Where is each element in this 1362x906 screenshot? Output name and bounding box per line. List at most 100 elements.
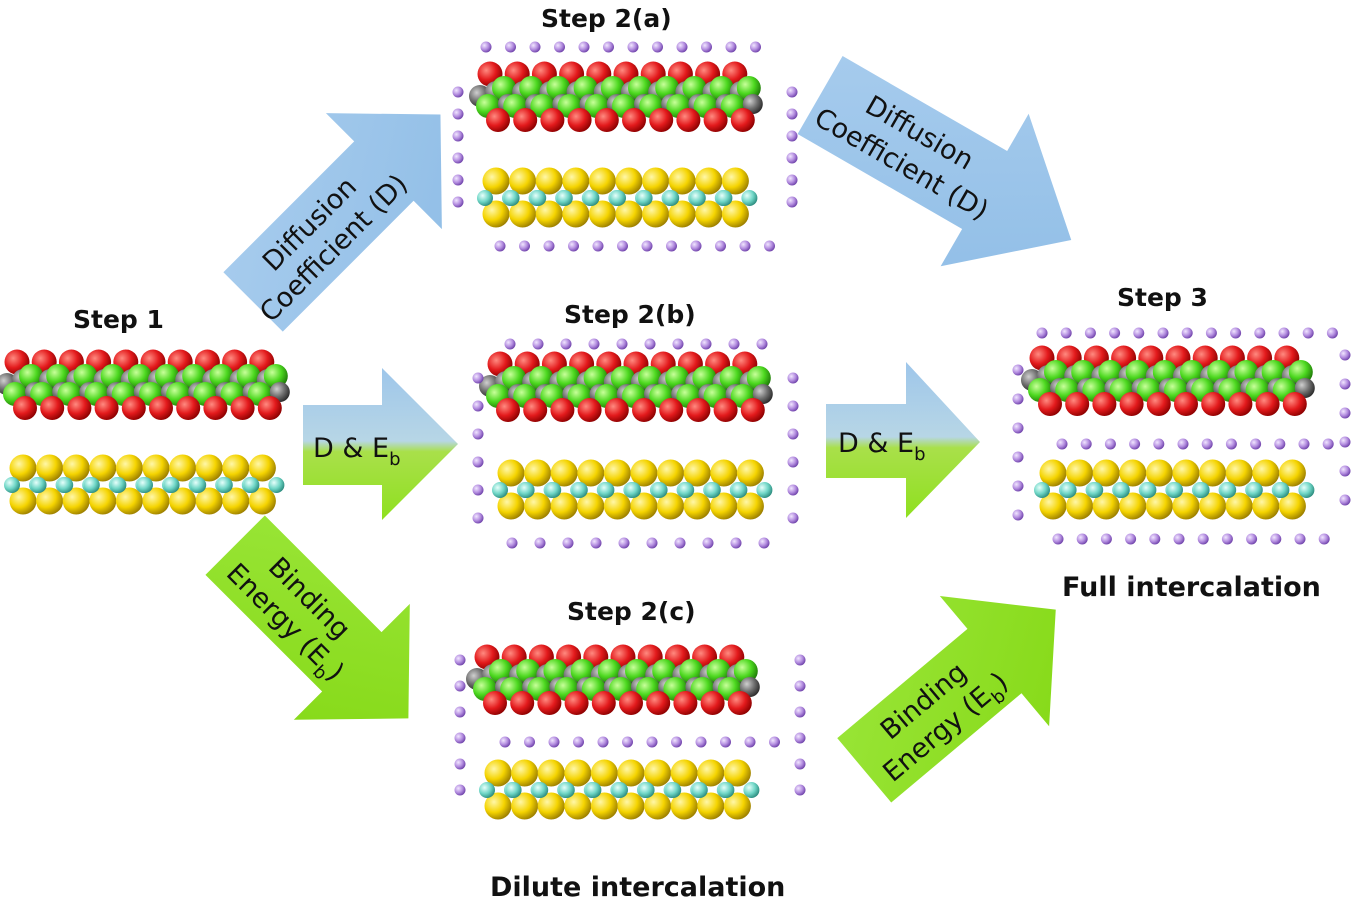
ion-atom	[452, 130, 464, 142]
step2a-ions-left	[452, 86, 464, 208]
ion-atom	[1205, 327, 1217, 339]
halogen-atom	[692, 366, 717, 390]
sulfur-atom	[1252, 492, 1280, 520]
ion-atom	[786, 108, 798, 120]
halogen-atom	[583, 366, 608, 390]
oxygen-atom	[577, 398, 602, 422]
ion-atom	[1181, 327, 1193, 339]
step2b-mxene-layer	[479, 351, 773, 422]
ion-atom	[758, 537, 770, 549]
halogen-atom	[529, 366, 554, 390]
sulfur-atom	[577, 459, 605, 487]
ion-atom	[1125, 533, 1137, 545]
sulfur-atom	[248, 454, 276, 482]
sulfur-atom	[657, 459, 685, 487]
step2b-ions-bottom	[506, 537, 770, 549]
metal-atom	[558, 782, 575, 798]
sulfur-atom	[590, 792, 618, 820]
oxygen-atom	[604, 398, 629, 422]
sulfur-atom	[670, 792, 698, 820]
sulfur-atom	[670, 759, 698, 787]
metal-atom	[4, 477, 20, 493]
halogen-atom	[682, 76, 707, 100]
arrow-binding-to-2c: Binding Energy (Eb)	[205, 515, 410, 720]
ion-atom	[597, 736, 609, 748]
ion-atom	[622, 736, 633, 748]
ion-atom	[543, 240, 555, 252]
halogen-atom	[1261, 360, 1286, 384]
metal-atom	[1167, 482, 1183, 498]
ion-atom	[1221, 533, 1233, 545]
sulfur-atom	[550, 459, 578, 487]
ion-atom	[794, 758, 806, 770]
ion-atom	[1246, 533, 1258, 545]
sulfur-atom	[695, 200, 723, 228]
sulfur-atom	[484, 759, 512, 787]
sulfur-atom	[721, 200, 749, 228]
ion-atom	[1012, 480, 1024, 492]
ion-atom	[1012, 393, 1024, 405]
sulfur-atom	[511, 759, 539, 787]
sulfur-atom	[36, 454, 64, 482]
halogen-atom	[263, 364, 288, 388]
ion-atom	[532, 338, 544, 350]
ion-atom	[644, 338, 656, 350]
halogen-atom	[543, 659, 568, 683]
metal-atom	[1193, 482, 1210, 498]
oxygen-atom	[632, 398, 656, 422]
ion-atom	[452, 196, 464, 208]
metal-atom	[612, 782, 628, 798]
arrow-mixed-to-2b: D & Eb	[303, 368, 458, 520]
ion-atom	[794, 654, 806, 666]
metal-atom	[1113, 482, 1130, 498]
oxygen-atom	[1065, 392, 1090, 416]
metal-atom	[503, 190, 520, 206]
sulfur-atom	[169, 487, 197, 515]
step2c-tmd-layer	[479, 759, 760, 820]
ion-atom	[739, 240, 751, 252]
metal-atom	[110, 477, 127, 493]
ion-atom	[573, 736, 584, 748]
step2a-ions-bottom	[494, 240, 775, 252]
sulfur-atom	[484, 792, 512, 820]
ion-atom	[560, 338, 572, 350]
oxygen-atom	[700, 691, 725, 715]
ion-atom	[1339, 465, 1351, 477]
ion-atom	[454, 732, 466, 744]
halogen-atom	[597, 659, 622, 683]
ion-atom	[534, 537, 546, 549]
ion-atom	[1080, 438, 1092, 450]
ion-atom	[700, 338, 712, 350]
oxygen-atom	[40, 396, 65, 420]
ion-atom	[715, 240, 726, 252]
ion-atom	[646, 537, 658, 549]
sulfur-atom	[668, 200, 696, 228]
ion-atom	[616, 338, 628, 350]
sulfur-atom	[62, 487, 90, 515]
oxygen-atom	[730, 108, 755, 132]
halogen-atom	[492, 76, 516, 100]
step2a-label: Step 2(a)	[541, 4, 672, 33]
ion-atom	[728, 338, 740, 350]
halogen-atom	[736, 76, 761, 100]
sulfur-atom	[524, 459, 552, 487]
sulfur-atom	[537, 792, 565, 820]
full-intercalation-caption: Full intercalation	[1062, 572, 1321, 603]
sulfur-atom	[62, 454, 90, 482]
metal-atom	[610, 190, 626, 206]
sulfur-atom	[617, 759, 645, 787]
ion-atom	[452, 86, 464, 98]
metal-atom	[743, 782, 760, 798]
step2b-ions-left	[472, 372, 484, 524]
ion-atom	[794, 784, 806, 796]
metal-atom	[1273, 482, 1290, 498]
oxygen-atom	[1146, 392, 1171, 416]
ion-atom	[794, 680, 806, 692]
carbon-atom	[269, 382, 290, 402]
metal-atom	[1246, 482, 1263, 498]
sulfur-atom	[723, 759, 751, 787]
halogen-atom	[127, 364, 152, 388]
metal-atom	[556, 190, 573, 206]
sulfur-atom	[1145, 492, 1173, 520]
halogen-atom	[638, 366, 662, 390]
